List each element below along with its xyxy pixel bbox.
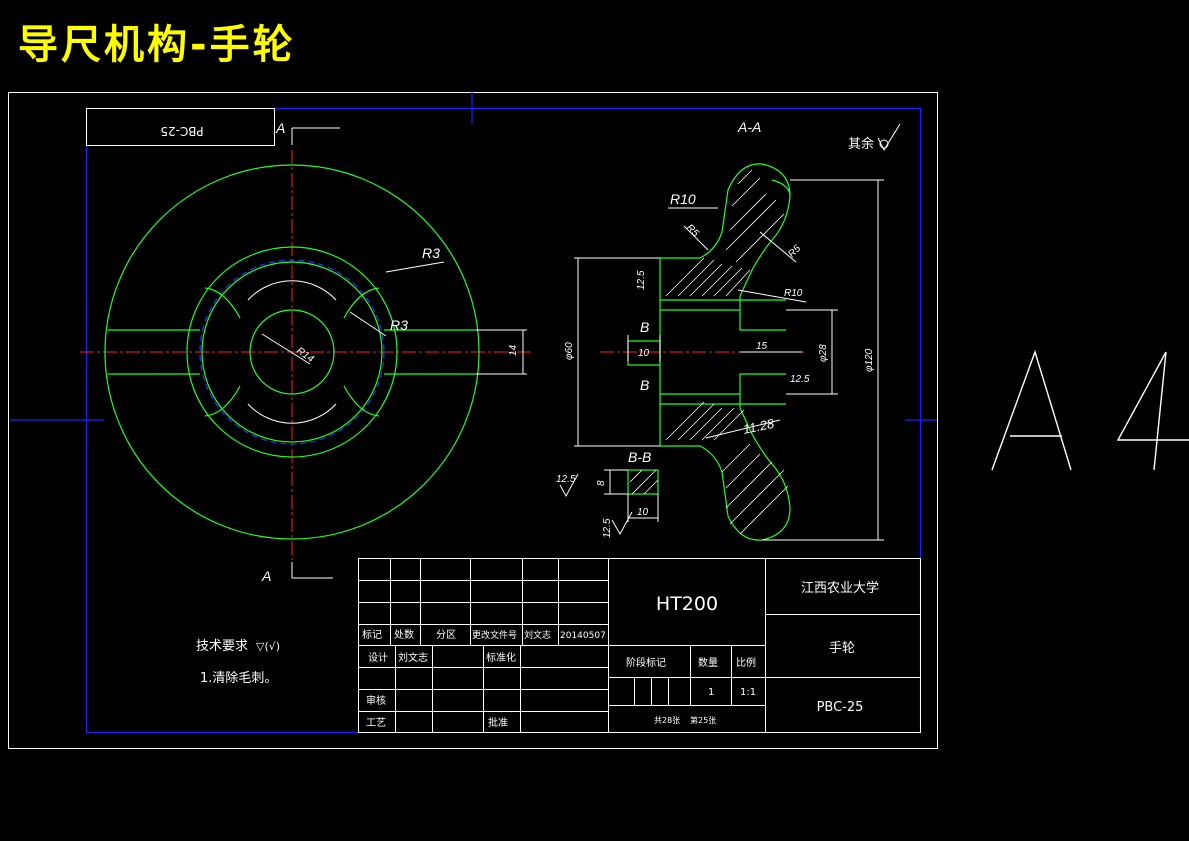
tb-stage-label: 阶段标记 [626, 656, 666, 669]
dim-r5-right: R5 [786, 243, 803, 260]
front-view [80, 127, 532, 579]
tb-designer: 刘文志 [398, 651, 428, 664]
tb-sheet-no: 第25张 [690, 715, 716, 725]
section-mark-b-top: B [640, 319, 649, 335]
dim-bb-10: 10 [637, 507, 649, 518]
tb-scale-label: 比例 [736, 656, 756, 669]
tb-quantity-label: 数量 [698, 656, 718, 669]
dim-d60: φ60 [564, 342, 575, 360]
tb-count-label: 处数 [394, 628, 414, 641]
tb-design-label: 设计 [368, 651, 388, 664]
section-label-b-b: B-B [628, 449, 651, 465]
page-title: 导尺机构-手轮 [18, 22, 296, 68]
tb-quantity: 1 [708, 687, 714, 698]
dim-r10-top: R10 [670, 191, 696, 207]
roughness-c: 12.5 [556, 474, 576, 485]
dim-r3-upper: R3 [422, 245, 440, 261]
title-block [358, 558, 921, 733]
tb-standard-label: 标准化 [486, 651, 516, 664]
centering-marks [10, 92, 937, 421]
outer-frame [8, 92, 938, 749]
tb-drawing-no: PBC-25 [817, 700, 864, 715]
dim-11-28: 11.28 [742, 416, 777, 437]
tb-date: 20140507 [560, 631, 606, 641]
dim-d10: 10 [638, 348, 650, 359]
roughness-a: 12.5 [636, 270, 647, 290]
roughness-b: 12.5 [790, 374, 810, 385]
dim-d28: φ28 [818, 344, 829, 362]
tech-notes-item-1: 1.清除毛刺。 [200, 671, 277, 686]
tb-part-name: 手轮 [829, 641, 855, 656]
tb-scale: 1:1 [740, 687, 756, 698]
tb-signature: 刘文志 [524, 629, 551, 641]
tech-notes-heading: 技术要求 [196, 639, 248, 654]
tb-mark-label: 标记 [362, 629, 382, 641]
dim-r14: R14 [294, 345, 316, 365]
section-mark-b-bottom: B [640, 377, 649, 393]
section-mark-a-top: A [275, 120, 285, 136]
dim-bb-8: 8 [596, 480, 607, 486]
roughness-other-symbol [877, 123, 901, 152]
tb-school: 江西农业大学 [801, 580, 879, 596]
tb-process-label: 工艺 [366, 717, 386, 729]
sheet-size-a4 [991, 349, 1189, 471]
tb-zone-label: 分区 [436, 629, 456, 641]
section-label-a-a: A-A [737, 119, 761, 135]
tb-change-doc-label: 更改文件号 [472, 629, 517, 641]
tb-approve-label: 批准 [488, 716, 508, 729]
dim-r10-mid: R10 [784, 288, 803, 299]
dim-r3-lower: R3 [390, 317, 408, 333]
roughness-d: 12.5 [602, 518, 613, 538]
drawing-number-rotated: PBC-25 [160, 124, 203, 138]
aa-dimension-lines [574, 179, 884, 541]
dim-d15: 15 [756, 341, 768, 352]
title-block-text: 标记 处数 分区 更改文件号 刘文志 20140507 设计 刘文志 标准化 审… [362, 580, 879, 729]
drawing-number-box [86, 108, 275, 146]
section-mark-a-bottom: A [261, 568, 271, 584]
tb-review-label: 审核 [366, 694, 386, 707]
dim-d120: φ120 [864, 348, 875, 372]
section-hatch [665, 169, 789, 535]
section-view-b-b [559, 469, 659, 536]
tb-sheets: 共28张 [654, 716, 680, 725]
tech-notes-symbol: ▽(√) [256, 640, 280, 653]
tb-material: HT200 [656, 593, 718, 615]
dim-width-14: 14 [508, 344, 519, 356]
dim-r5-left: R5 [684, 222, 701, 239]
roughness-other-label: 其余 [848, 136, 874, 152]
